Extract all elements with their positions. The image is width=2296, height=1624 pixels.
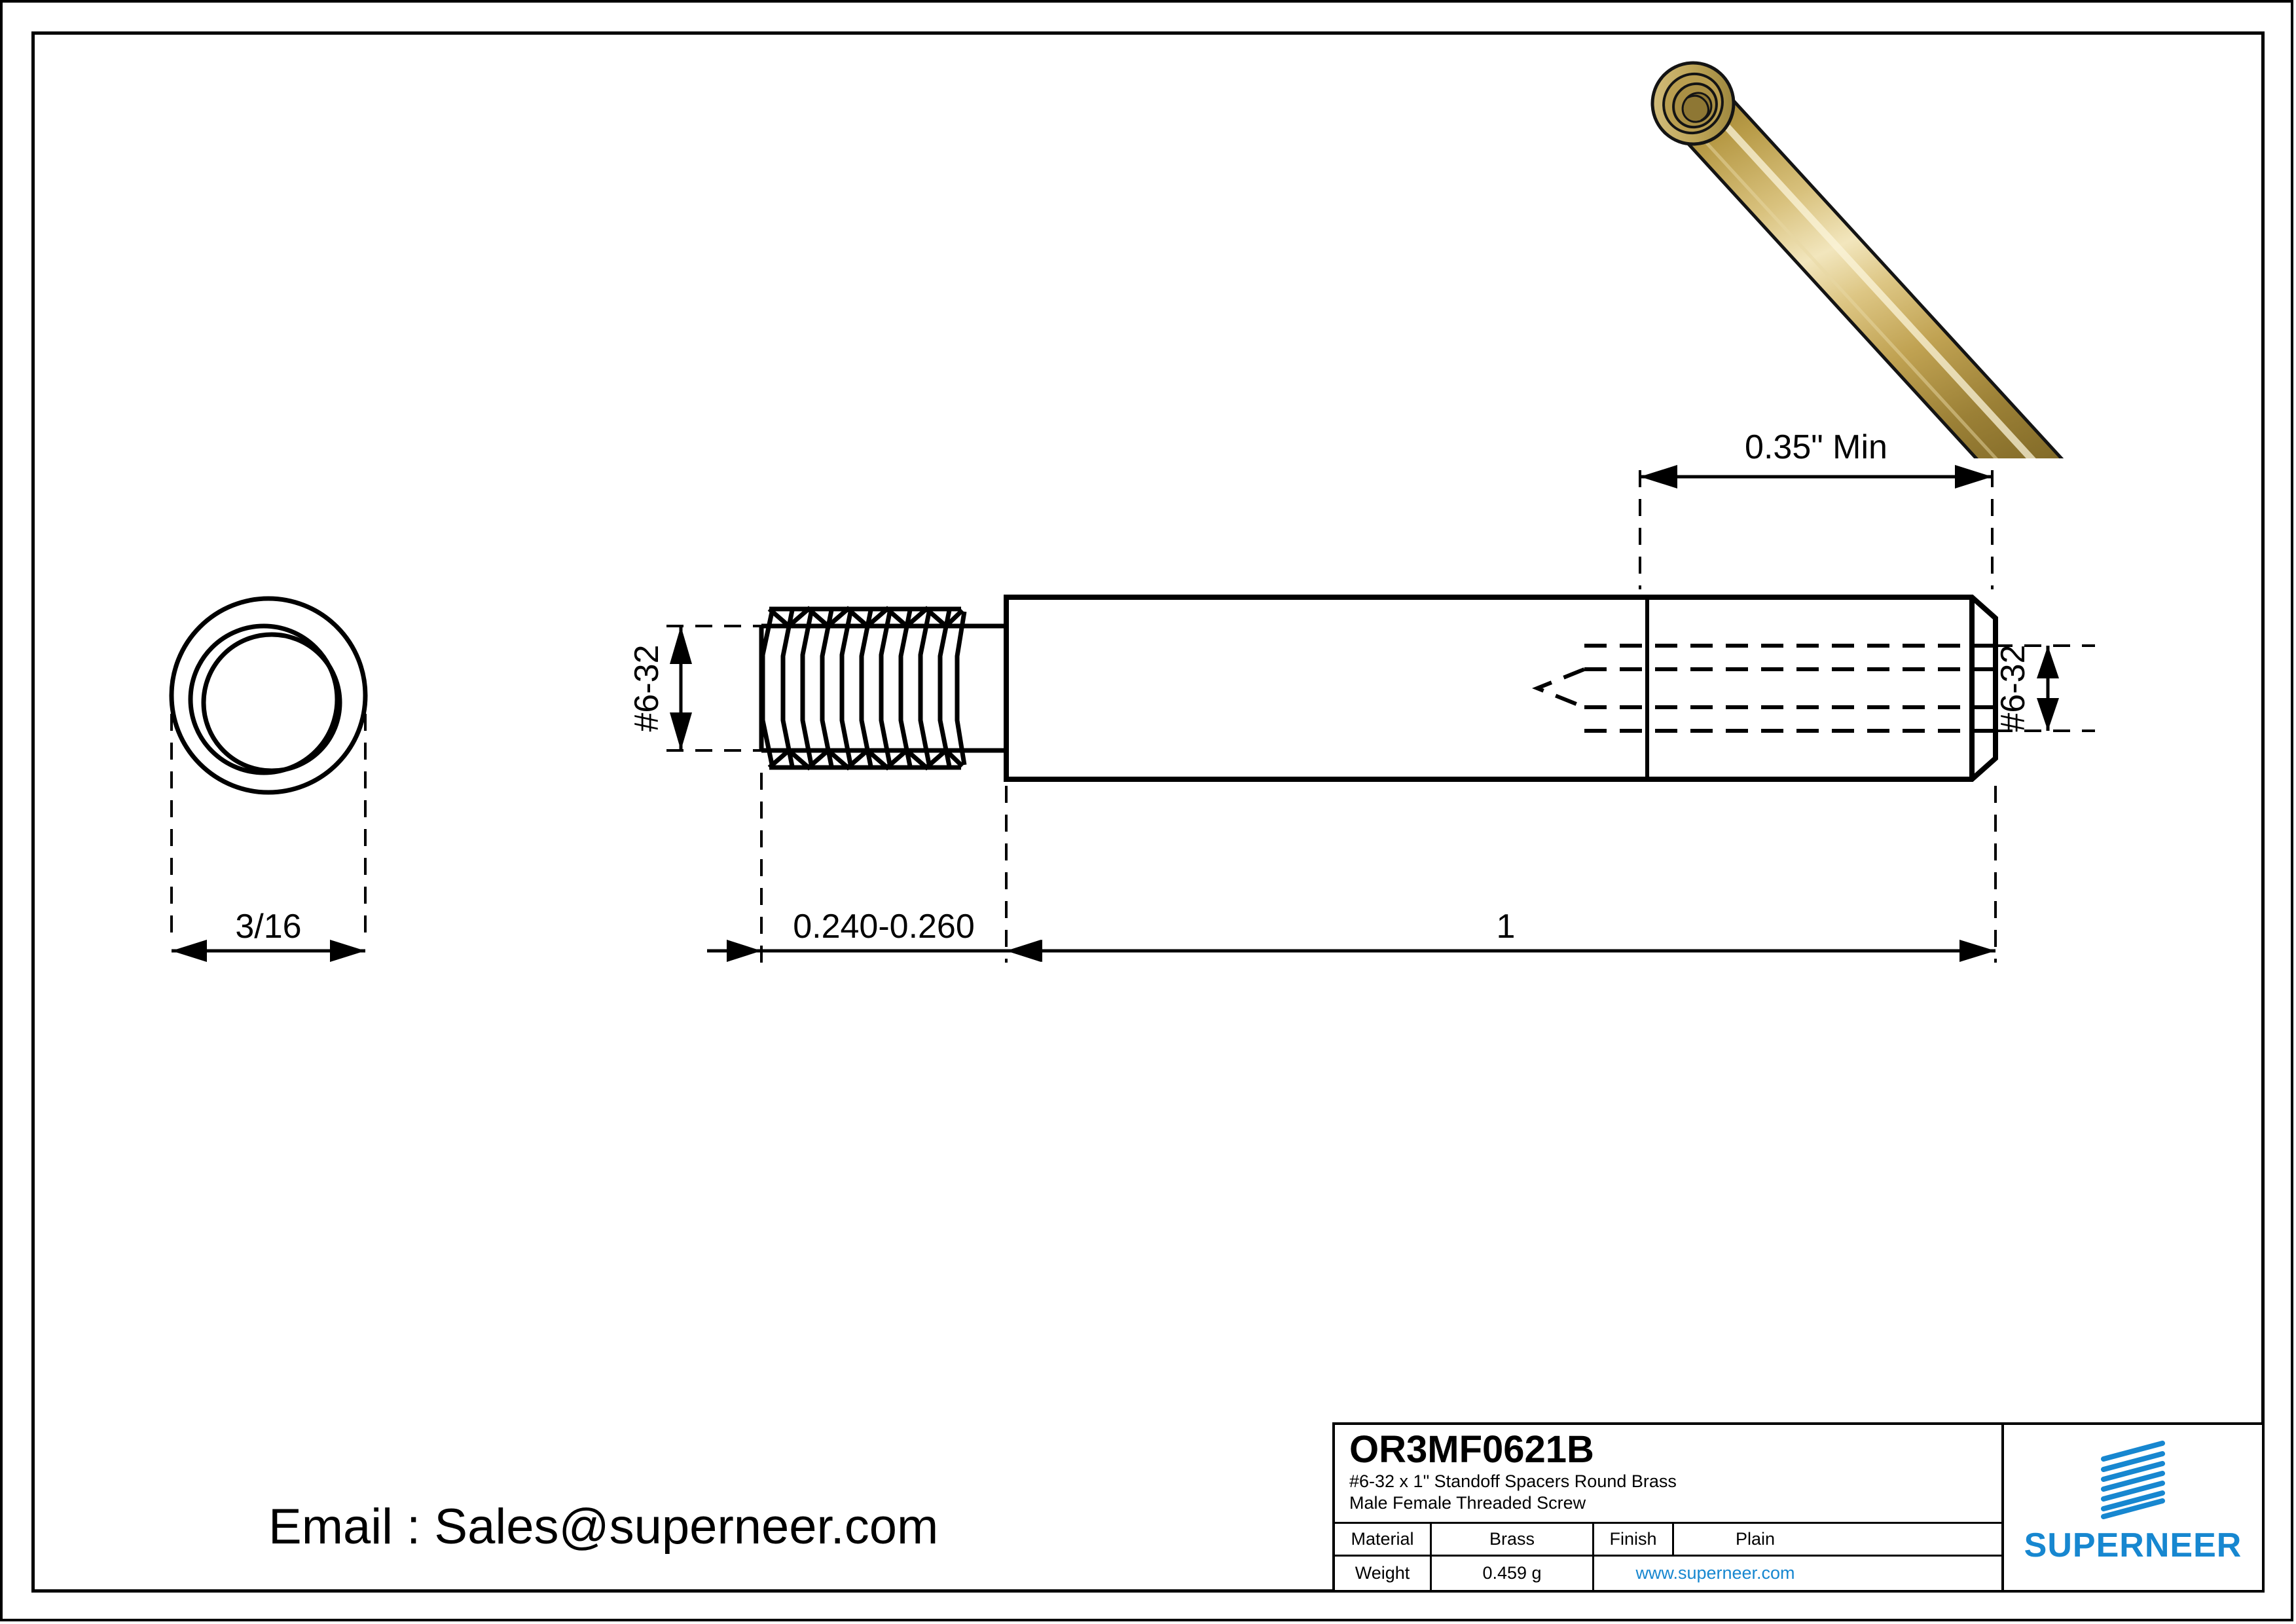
weight-value: 0.459 g [1432, 1557, 1594, 1590]
sheet-inner-border [31, 31, 2265, 1593]
description-line-2: Male Female Threaded Screw [1349, 1493, 1586, 1513]
title-block-description: OR3MF0621B #6-32 x 1" Standoff Spacers R… [1335, 1425, 2001, 1524]
isometric-render [1650, 61, 2064, 458]
svg-text:1: 1 [1497, 908, 1516, 946]
part-number: OR3MF0621B [1349, 1428, 1594, 1471]
title-block: OR3MF0621B #6-32 x 1" Standoff Spacers R… [1332, 1422, 2265, 1593]
hidden-tapped-hole [1531, 644, 1995, 733]
svg-text:#6-32: #6-32 [1994, 645, 2032, 732]
dim-end-view-diameter: 3/16 [235, 908, 301, 946]
female-thread-end-face [1650, 61, 1736, 146]
brand-panel: SUPERNEER [2004, 1425, 2262, 1590]
dim-female-thread-depth: 0.35" Min [1639, 428, 1994, 589]
dim-body-length: 1 [1006, 786, 1997, 963]
dim-male-thread-length: 0.240-0.260 [707, 773, 1061, 963]
dim-thread-callout-right: #6-32 [1994, 644, 2095, 732]
svg-text:0.35" Min: 0.35" Min [1745, 428, 1887, 466]
side-view: 0.35" Min #6-32 #6-32 [628, 428, 2095, 963]
finish-label: Finish [1594, 1523, 1674, 1555]
thread-profile [760, 606, 967, 771]
title-block-row-material: Material Brass Finish Plain [1335, 1523, 2001, 1557]
material-value: Brass [1432, 1523, 1594, 1555]
svg-text:#6-32: #6-32 [628, 645, 666, 732]
dim-thread-callout-left: #6-32 [628, 625, 766, 752]
end-view: 3/16 [169, 596, 368, 962]
contact-email: Email : Sales@superneer.com [268, 1499, 939, 1555]
weight-label: Weight [1335, 1557, 1432, 1590]
website-link[interactable]: www.superneer.com [1635, 1563, 1795, 1583]
description-line-1: #6-32 x 1" Standoff Spacers Round Brass [1349, 1471, 1677, 1491]
svg-text:0.240-0.260: 0.240-0.260 [793, 908, 975, 946]
title-block-left: OR3MF0621B #6-32 x 1" Standoff Spacers R… [1335, 1425, 2004, 1590]
specular-highlight-secondary [1680, 114, 1998, 458]
specular-highlight [1696, 94, 2036, 458]
brand-wordmark: SUPERNEER [2024, 1526, 2242, 1564]
body-outline [1004, 595, 1998, 782]
superneer-logo-icon [2101, 1441, 2165, 1519]
title-block-row-weight: Weight 0.459 g www.superneer.com [1335, 1557, 2001, 1590]
finish-value: Plain [1735, 1529, 1776, 1549]
material-label: Material [1335, 1523, 1432, 1555]
